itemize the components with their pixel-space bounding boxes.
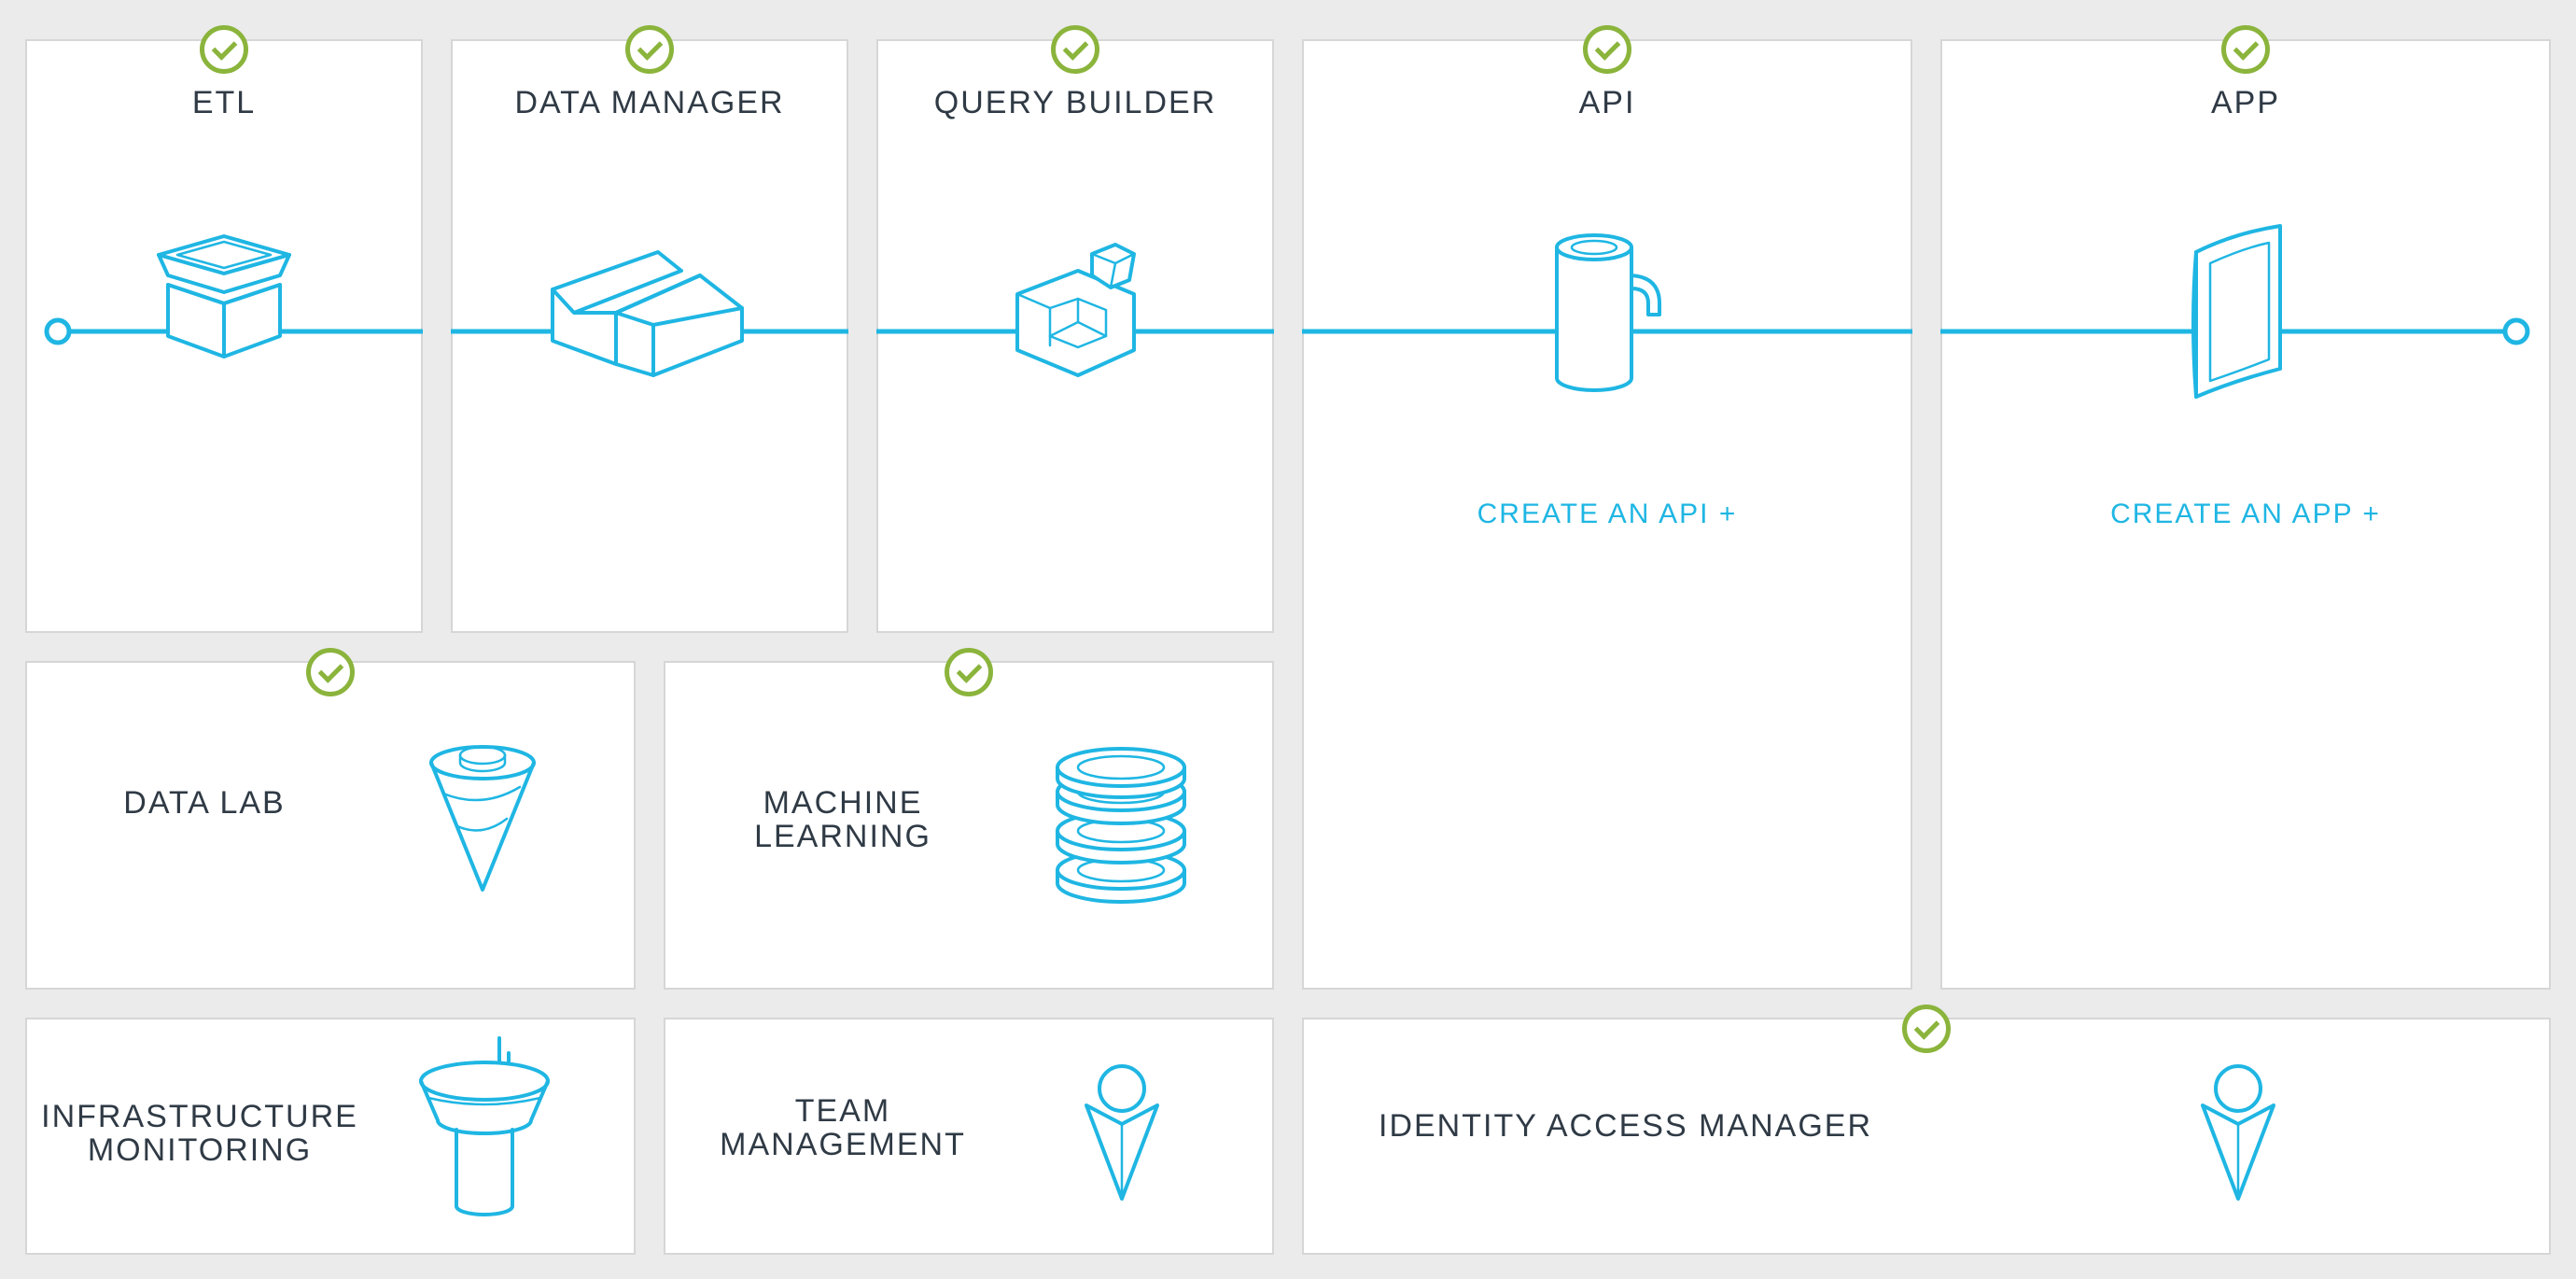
cone-icon (429, 745, 536, 892)
portal-icon (2191, 224, 2282, 399)
disk-stack-icon (1056, 747, 1186, 904)
create-app-link[interactable]: CREATE AN APP + (2110, 499, 2381, 529)
check-circle-icon (2221, 25, 2270, 74)
card-title: INFRASTRUCTURE MONITORING (41, 1099, 358, 1168)
card-query-builder[interactable]: QUERY BUILDER (876, 39, 1274, 633)
card-title: ETL (191, 85, 257, 120)
check-circle-icon (1902, 1005, 1951, 1053)
card-data-lab[interactable]: DATA LAB (25, 661, 636, 990)
card-api[interactable]: API CREATE AN API + (1302, 39, 1912, 990)
card-title: IDENTITY ACCESS MANAGER (1379, 1108, 1873, 1144)
check-circle-icon (1583, 25, 1631, 74)
check-circle-icon (1051, 25, 1099, 74)
card-identity-access-manager[interactable]: IDENTITY ACCESS MANAGER (1302, 1018, 2551, 1255)
card-infrastructure-monitoring[interactable]: INFRASTRUCTURE MONITORING (25, 1018, 636, 1255)
card-app[interactable]: APP CREATE AN APP + (1940, 39, 2551, 990)
check-circle-icon (200, 25, 248, 74)
cube-icon (1015, 243, 1136, 377)
funnel-box-icon (157, 234, 291, 358)
card-title: DATA LAB (123, 785, 286, 821)
control-tower-icon (419, 1036, 550, 1216)
create-api-link[interactable]: CREATE AN API + (1477, 499, 1738, 529)
check-circle-icon (306, 648, 355, 696)
person-icon (2201, 1064, 2275, 1201)
card-title: API (1578, 85, 1636, 120)
faucet-icon (1555, 233, 1661, 392)
card-team-management[interactable]: TEAM MANAGEMENT (664, 1018, 1274, 1255)
card-title: MACHINE LEARNING (754, 785, 931, 854)
warehouse-icon (551, 250, 744, 377)
card-title: QUERY BUILDER (933, 85, 1217, 120)
card-title: APP (2210, 85, 2281, 120)
check-circle-icon (945, 648, 993, 696)
card-title: TEAM MANAGEMENT (720, 1093, 966, 1162)
card-title: DATA MANAGER (514, 85, 785, 120)
person-icon (1085, 1064, 1159, 1201)
check-circle-icon (625, 25, 674, 74)
